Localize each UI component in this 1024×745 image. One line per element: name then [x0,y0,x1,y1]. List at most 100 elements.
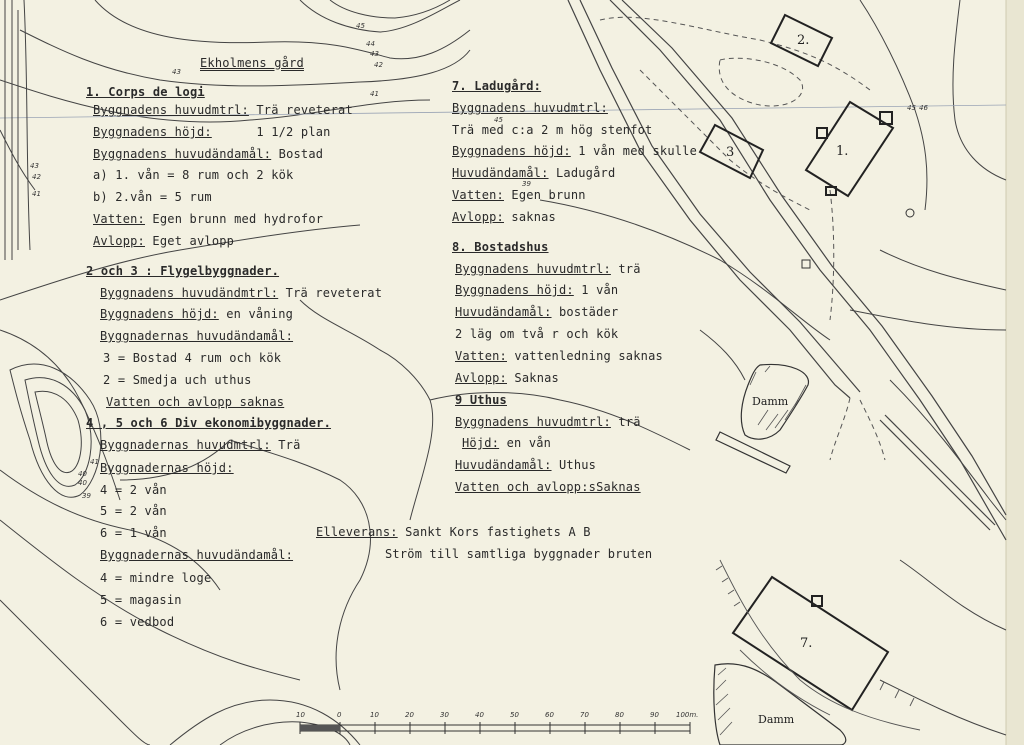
s8-detail: 2 läg om två r och kök [455,327,619,341]
value: Bostad [278,147,324,161]
dashed-paths [599,16,886,461]
contour-label: 42 [32,173,41,181]
value: Trä reveterat [256,103,353,117]
section-456-heading: 4 , 5 och 6 Div ekonomibyggnader. [86,416,332,430]
scale-tick: 30 [440,711,449,719]
building-2-label: 2. [797,33,810,48]
embankment [715,559,921,731]
value: trä [618,415,641,429]
value: en vån [506,436,552,450]
label: Byggnadens höjd: [455,283,574,297]
value: bostäder [558,305,619,319]
s456-height-4: 4 = 2 vån [100,483,167,497]
s23-note: Vatten och avlopp saknas [106,395,285,409]
s1-material: Byggnadens huvudmtrl: Trä reveterat [93,103,353,117]
s23-material: Byggnadens huvudändmtrl: Trä reveterat [100,286,382,300]
section-1-heading: 1. Corps de logi [86,85,205,99]
s7-purpose: Huvudändamål: Ladugård [452,166,615,180]
label: Huvudändamål: [455,458,552,472]
scale-tick: 40 [475,711,484,719]
scale-tick: 100m. [676,711,699,719]
value: Ladugård [555,166,616,180]
pond-1-label: Damm [752,395,789,408]
s456-purpose-6: 6 = vedbod [100,615,175,629]
value: Sankt Kors fastighets A B [405,525,591,539]
contour-label: 43 [370,50,379,58]
pond-2[interactable] [713,663,847,745]
s456-height-5: 5 = 2 vån [100,504,167,518]
scale-tick: 10 [370,711,379,719]
value: vattenledning saknas [514,349,663,363]
value: 1 vån med skulle [578,144,698,158]
section-7-heading: 7. Ladugård: [452,79,542,93]
s8-material: Byggnadens huvudmtrl: trä [455,262,641,276]
s9-height: Höjd: en vån [462,436,551,450]
label: Byggnadens huvudändamål: [93,147,272,161]
value: Trä [278,438,301,452]
s23-purpose-label: Byggnadernas huvudändamål: [100,329,294,343]
s23-height: Byggnadens höjd: en våning [100,307,293,321]
s456-purpose-5: 5 = magasin [100,593,182,607]
value: en våning [226,307,294,321]
contour-label: 44 [366,40,375,48]
pier [715,431,791,474]
section-9-heading: 9 Uthus [455,393,507,407]
pond-2-label: Damm [758,713,795,726]
section-23-heading: 2 och 3 : Flygelbyggnader. [86,264,280,278]
scale-tick: 90 [650,711,659,719]
contour-label: 41 [90,458,99,466]
s8-water: Vatten: vattenledning saknas [455,349,663,363]
s9-note: Vatten och avlopp:sSaknas [455,480,641,494]
power-note: Ström till samtliga byggnader bruten [385,547,653,561]
building-1-label: 1. [836,144,849,159]
contour-label: 45 [494,116,503,124]
label: Byggnadens huvudmtrl: [455,262,611,276]
contour-label: 39 [522,180,531,188]
label: Byggnadens huvudändmtrl: [100,286,279,300]
label: Byggnadens höjd: [452,144,571,158]
building-7-label: 7. [800,636,813,651]
s7-height: Byggnadens höjd: 1 vån med skulle [452,144,697,158]
s8-sewer: Avlopp: Saknas [455,371,559,385]
s1-height: Byggnadens höjd: 1 1/2 plan [93,125,331,139]
small-markers [801,208,915,269]
value: Uthus [558,458,597,472]
s1-floor-a: a) 1. vån = 8 rum och 2 kök [93,168,294,182]
s1-purpose: Byggnadens huvudändamål: Bostad [93,147,323,161]
section-8-heading: 8. Bostadshus [452,240,549,254]
building-1[interactable] [804,100,895,198]
s456-height-6: 6 = 1 vån [100,526,167,540]
label: Avlopp: [93,234,145,248]
value: Saknas [514,371,559,385]
s23-item-2: 2 = Smedja uch uthus [103,373,252,387]
s8-purpose: Huvudändamål: bostäder [455,305,618,319]
label: Avlopp: [452,210,504,224]
s456-height-label: Byggnadernas höjd: [100,461,234,475]
s23-item-3: 3 = Bostad 4 rum och kök [103,351,282,365]
building-3[interactable] [698,123,765,180]
scale-tick: 50 [510,711,519,719]
value: Eget avlopp [152,234,235,248]
building-2[interactable] [769,13,834,68]
s1-water: Vatten: Egen brunn med hydrofor [93,212,323,226]
label: Byggnadens huvudmtrl: [455,415,611,429]
contour-label: 40 [78,479,87,487]
contour-label: 43 [30,162,39,170]
s1-sewer: Avlopp: Eget avlopp [93,234,234,248]
value: 1 vån [581,283,619,297]
label: Höjd: [462,436,500,450]
pond-1[interactable] [740,363,809,440]
label: Byggnadens höjd: [93,125,212,139]
s8-height: Byggnadens höjd: 1 vån [455,283,618,297]
s9-material: Byggnadens huvudmtrl: trä [455,415,641,429]
label: Huvudändamål: [455,305,552,319]
s9-purpose: Huvudändamål: Uthus [455,458,596,472]
s456-purpose-label: Byggnadernas huvudändamål: [100,548,294,562]
road [567,0,1007,541]
label: Vatten: [455,349,507,363]
s1-floor-b: b) 2.vån = 5 rum [93,190,212,204]
s7-sewer: Avlopp: saknas [452,210,556,224]
label: Avlopp: [455,371,507,385]
